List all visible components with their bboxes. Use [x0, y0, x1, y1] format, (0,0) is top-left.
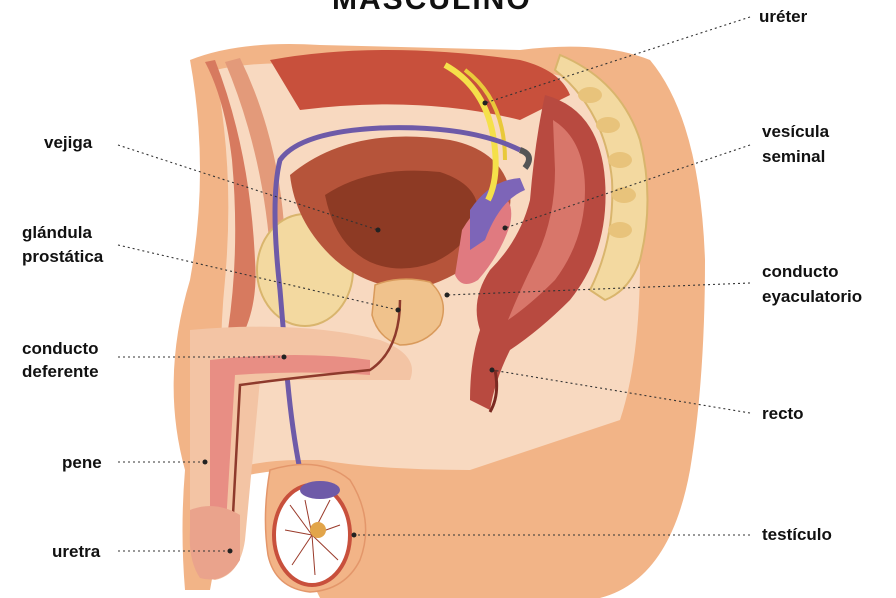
- label-glandula-line1: glándula: [22, 223, 92, 242]
- glans: [190, 506, 240, 580]
- label-recto: recto: [762, 404, 804, 423]
- label-vejiga: vejiga: [44, 133, 93, 152]
- diagram-title: MASCULINO: [332, 0, 532, 16]
- label-conducto-eyac-line1: conducto: [762, 262, 839, 281]
- label-vesicula-line2: seminal: [762, 147, 825, 166]
- label-conducto-def-line1: conducto: [22, 339, 99, 358]
- label-ureter: uréter: [759, 7, 808, 26]
- label-vesicula-line1: vesícula: [762, 122, 830, 141]
- label-pene: pene: [62, 453, 102, 472]
- label-glandula-line2: prostática: [22, 247, 104, 266]
- epididymis: [300, 481, 340, 499]
- label-conducto-eyac-line2: eyaculatorio: [762, 287, 862, 306]
- label-uretra: uretra: [52, 542, 101, 561]
- label-testiculo: testículo: [762, 525, 832, 544]
- rete-testis: [310, 522, 326, 538]
- label-conducto-def-line2: deferente: [22, 362, 99, 381]
